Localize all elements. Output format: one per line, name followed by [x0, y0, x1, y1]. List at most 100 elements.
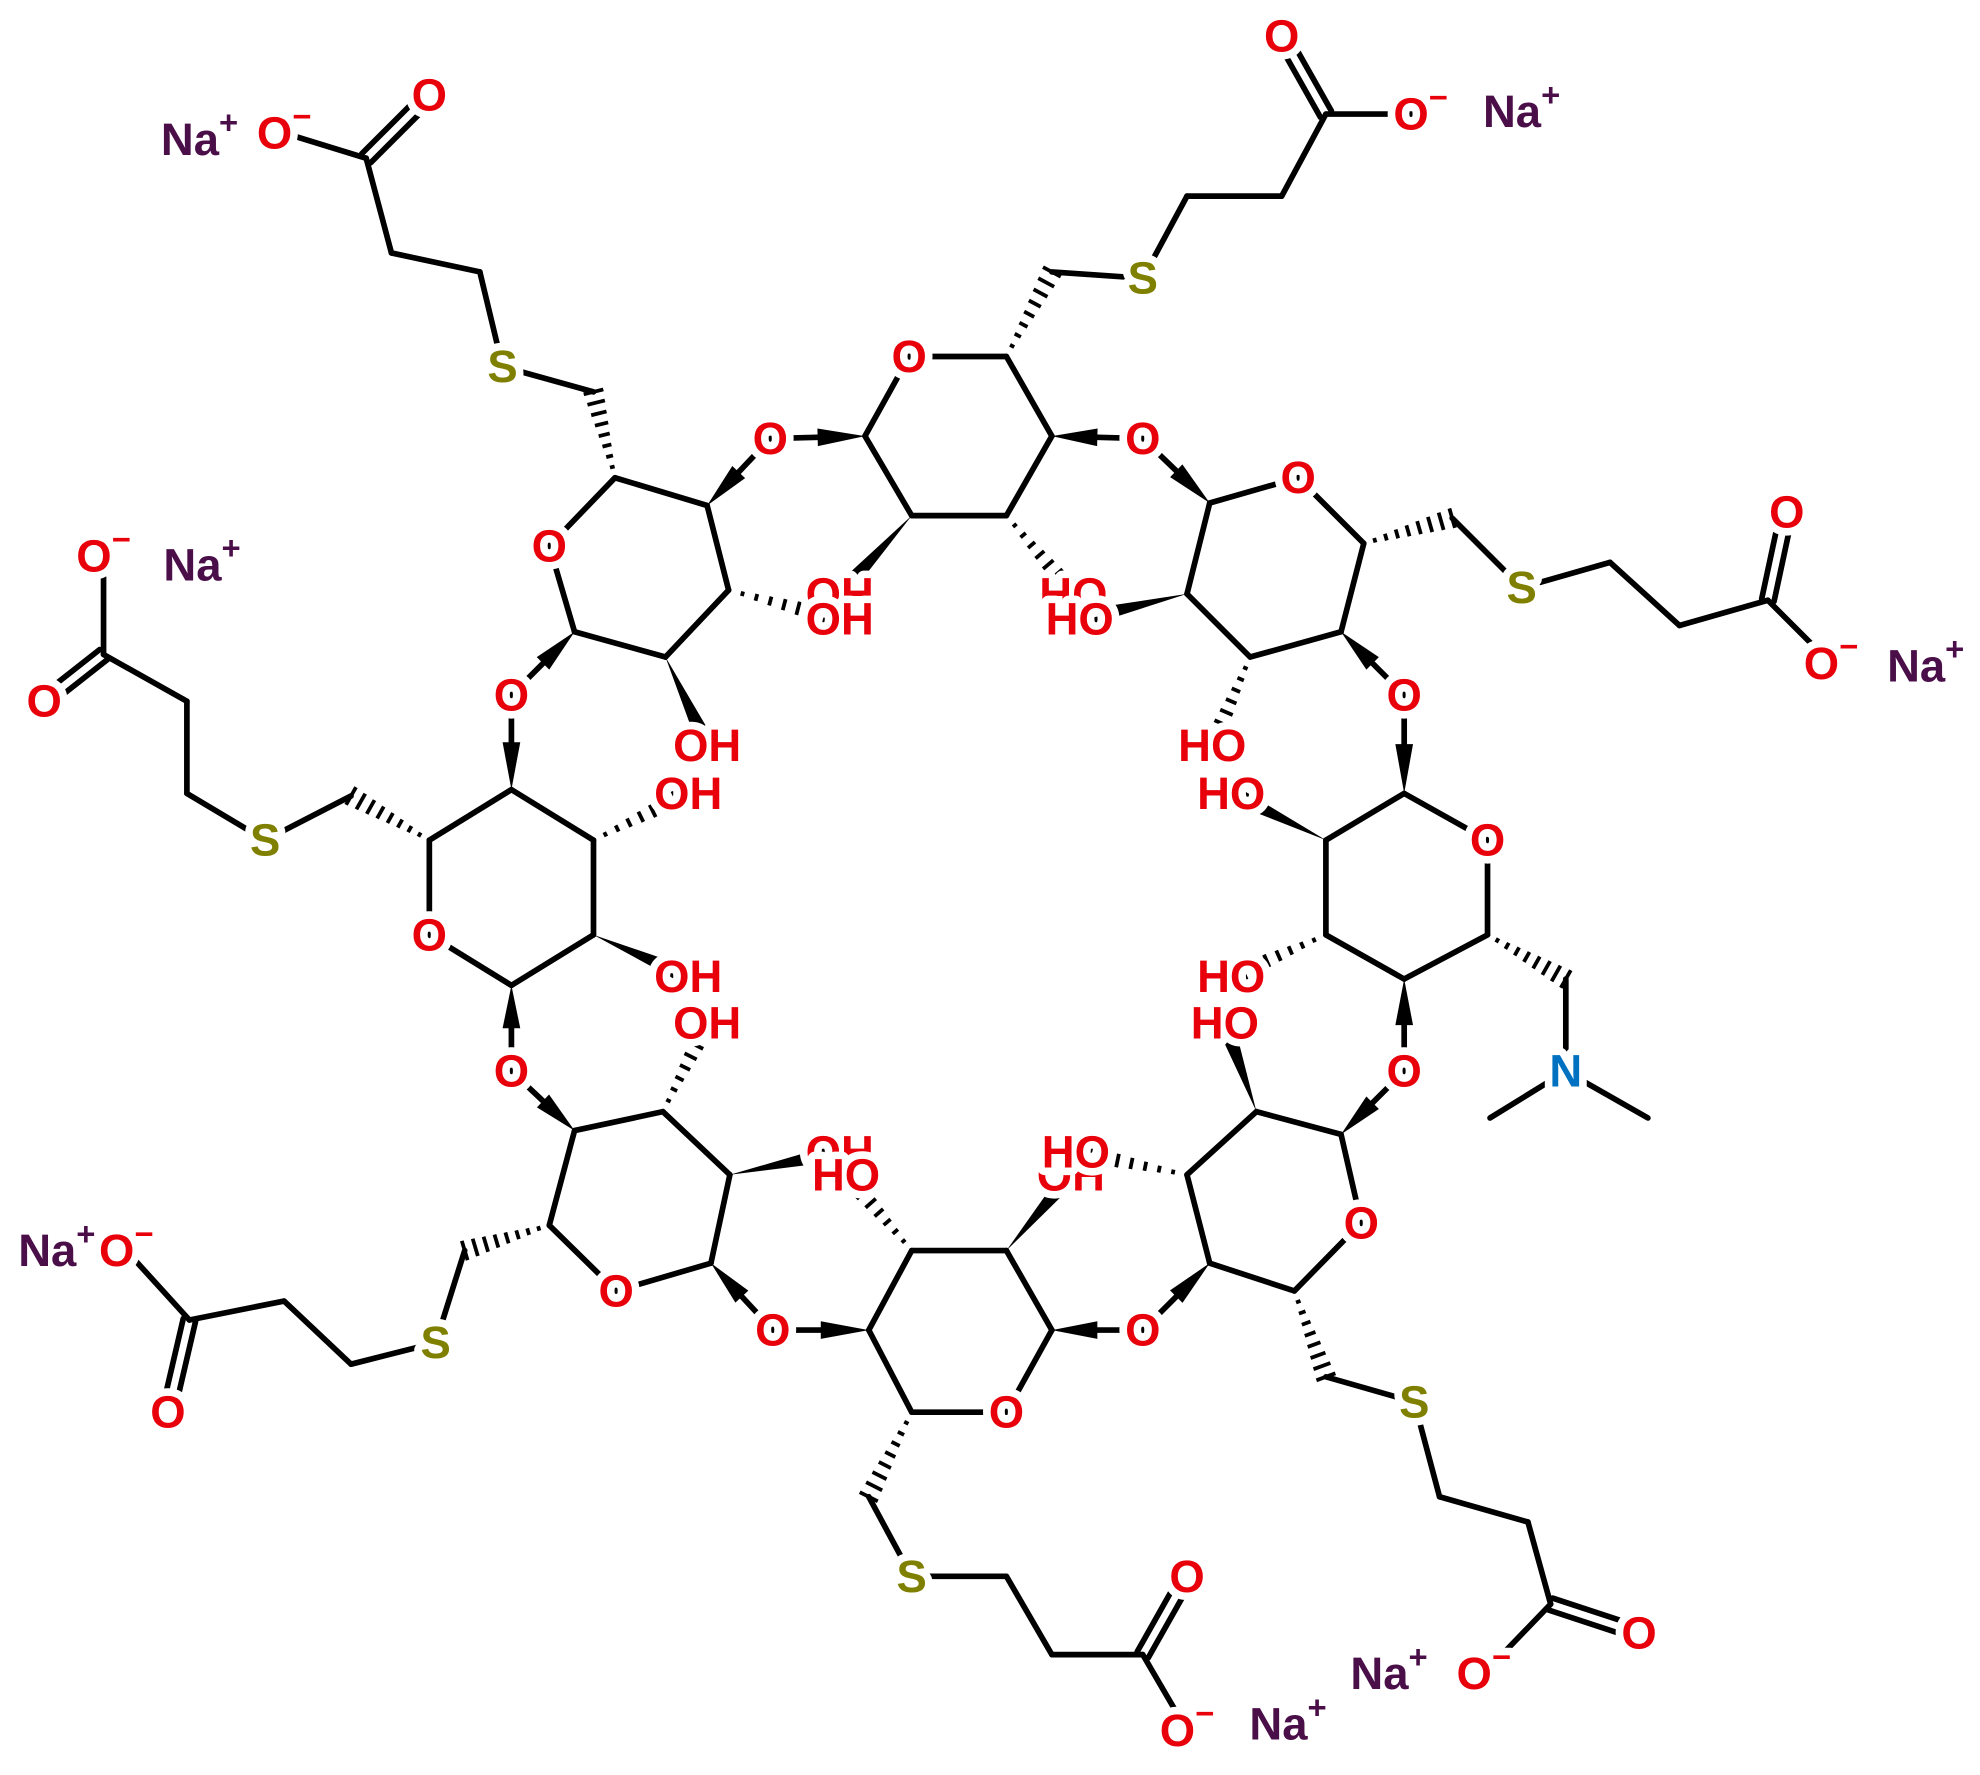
single-bond: [262, 793, 354, 843]
hash-line: [873, 1207, 885, 1218]
glycosidic-oxygen: O: [755, 1305, 790, 1356]
single-bond: [508, 1068, 546, 1104]
hashed-bond: [1292, 1288, 1337, 1383]
ring-bond: [1184, 1171, 1213, 1267]
hash-line: [882, 1217, 892, 1227]
hash-line: [1299, 941, 1306, 950]
hydroxyl-group: HO: [1178, 720, 1246, 771]
hash-line: [1262, 953, 1272, 968]
hydroxyl-group: HO: [1197, 768, 1265, 819]
hash-line: [1013, 332, 1022, 339]
ring-bond: [662, 587, 732, 660]
double-bond: [1145, 1576, 1196, 1661]
hash-line: [1522, 951, 1532, 963]
wedge-bond: [593, 934, 692, 985]
double-bond: [37, 646, 103, 700]
hash-line: [659, 797, 670, 814]
hydroxyl-group: HO: [1191, 998, 1259, 1049]
single-bond: [100, 651, 190, 705]
double-bond: [1134, 1570, 1185, 1655]
wedge-bond: [817, 428, 865, 447]
hash-line: [1032, 287, 1049, 299]
hash-line: [890, 1440, 901, 1448]
hash-line: [1242, 665, 1249, 671]
hydroxyl-group: OH: [673, 998, 741, 1049]
hash-line: [1230, 686, 1241, 694]
carboxylate-oxygen: O−: [99, 1214, 154, 1276]
hash-line: [647, 804, 658, 818]
double-bond: [1273, 36, 1324, 121]
ring-bond: [1291, 1219, 1365, 1294]
hash-line: [821, 606, 830, 625]
hashed-bond: [344, 786, 432, 843]
hash-line: [871, 1470, 888, 1481]
wedge-bond: [1216, 1020, 1257, 1112]
ring-bond: [1253, 1108, 1344, 1138]
hash-line: [808, 603, 816, 621]
single-bond: [1049, 269, 1146, 282]
hash-line: [1026, 540, 1037, 550]
ring-bond: [1323, 790, 1408, 843]
hashed-bond: [459, 1223, 552, 1261]
double-bond: [1284, 29, 1335, 114]
single-bond: [281, 130, 370, 162]
hash-line: [1170, 1169, 1176, 1175]
single-bond: [1525, 1519, 1554, 1607]
single-bond: [1607, 559, 1683, 629]
single-bond: [1139, 435, 1180, 474]
hash-line: [1323, 932, 1329, 937]
wedge-bond: [1170, 1263, 1210, 1303]
hashed-bond: [1485, 932, 1573, 989]
wedge-bond: [1006, 1169, 1078, 1251]
wedge-bond: [710, 1263, 749, 1303]
glycosidic-oxygen: O: [494, 1046, 529, 1097]
wedge-bond: [536, 631, 575, 670]
bonds: [37, 29, 1834, 1734]
hash-line: [726, 588, 731, 592]
hashed-bond: [1225, 932, 1329, 987]
hash-line: [1436, 512, 1446, 531]
hash-line: [1086, 1145, 1094, 1165]
hash-line: [1004, 354, 1009, 359]
ring-bond: [546, 1222, 620, 1294]
ring-bond: [613, 1260, 714, 1294]
hydroxyl-group: HO: [1039, 568, 1107, 619]
hash-line: [1034, 549, 1046, 560]
hash-line: [909, 1409, 914, 1415]
hash-line: [602, 442, 612, 449]
hydroxyl-group: OH: [806, 594, 874, 645]
hashed-bond: [583, 387, 617, 480]
hash-line: [1383, 533, 1389, 541]
thioether-sulfur: S: [897, 1551, 927, 1602]
hash-line: [1485, 932, 1490, 937]
hash-line: [1004, 513, 1009, 518]
wedge-bond: [707, 465, 746, 506]
glycosidic-oxygen: O: [1125, 1305, 1160, 1356]
atom-labels: OOHOOHSOO−Na+OOOHOHSOO−Na+OOOHOHSOO−Na+O…: [11, 3, 1972, 1764]
hash-line: [1361, 541, 1366, 546]
hash-line: [1274, 949, 1283, 962]
ring-bond: [704, 502, 732, 593]
wedge-bond: [665, 657, 716, 750]
single-bond: [477, 269, 506, 370]
hash-line: [636, 810, 646, 823]
hash-line: [1213, 718, 1230, 729]
hashed-bond: [1202, 654, 1253, 752]
hash-line: [1249, 958, 1260, 975]
ring-bond: [1247, 628, 1344, 660]
ring-oxygen: O: [892, 331, 927, 382]
hash-line: [1142, 1161, 1149, 1172]
thioether-sulfur: S: [1399, 1377, 1429, 1428]
ring-bond: [1003, 1247, 1055, 1333]
sodium-counterion: Na+: [161, 103, 238, 165]
thioether-sulfur: S: [1506, 562, 1536, 613]
hash-line: [665, 1097, 672, 1104]
hash-line: [613, 824, 621, 833]
wedge-bond: [1051, 428, 1098, 447]
hash-line: [660, 1109, 665, 1114]
ring-oxygen: O: [1470, 815, 1505, 866]
hash-line: [1023, 309, 1036, 319]
wedge-bond: [1341, 1096, 1379, 1135]
ring-bond: [546, 1127, 578, 1229]
hash-line: [1037, 276, 1056, 289]
